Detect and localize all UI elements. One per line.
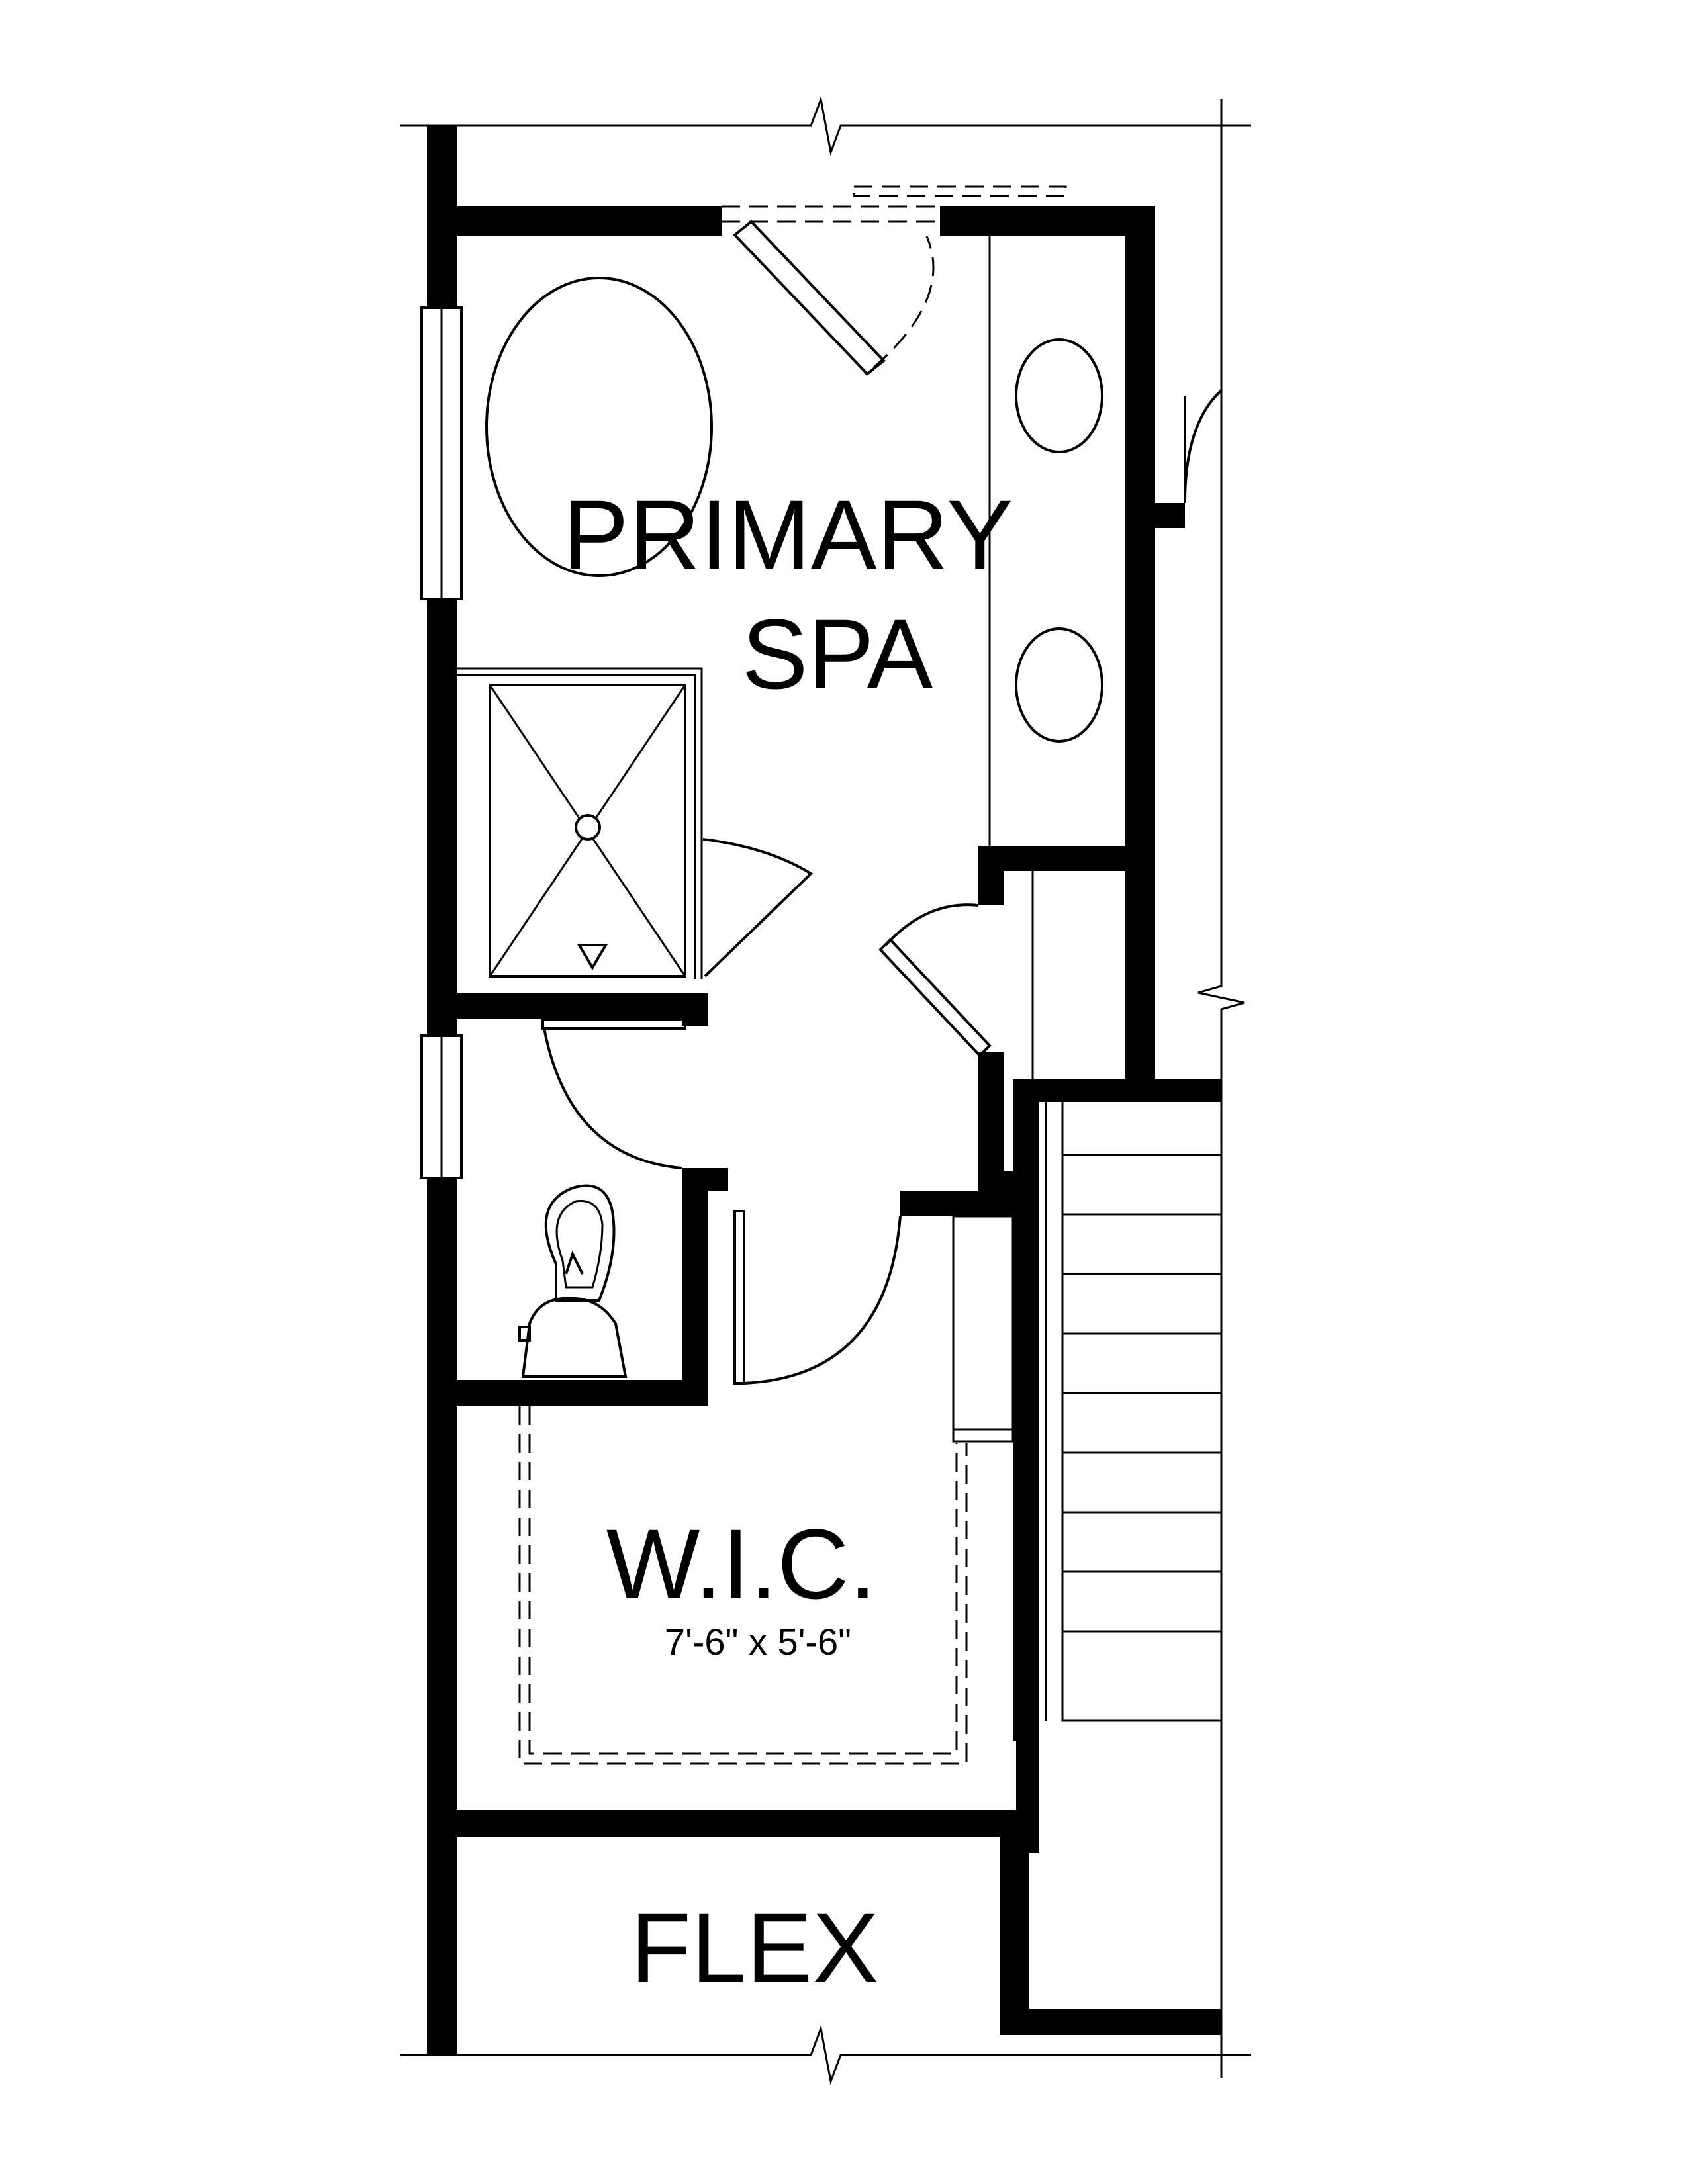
stair-icon: [1045, 1102, 1221, 1722]
door-swing-icon: [722, 185, 1067, 376]
door-swing-icon: [1184, 389, 1223, 504]
window-icon: [420, 306, 463, 1179]
door-swing-icon: [733, 1210, 902, 1385]
sink-icon: [1015, 627, 1103, 743]
primary-spa-label-line2: SPA: [741, 598, 933, 709]
primary-spa-label-line1: PRIMARY: [563, 479, 1013, 590]
wic-dimensions: 7'-6" x 5'-6": [665, 1621, 851, 1662]
wic-label: W.I.C.: [606, 1508, 876, 1619]
shower-icon: [457, 667, 814, 979]
toilet-icon: [518, 1184, 628, 1378]
break-lines: [400, 95, 1251, 2085]
door-swing-icon: [541, 1018, 686, 1169]
sink-icon: [1015, 338, 1103, 453]
tub-icon: [485, 277, 713, 577]
vanity: [988, 236, 1103, 846]
walls: [427, 126, 1221, 2055]
flex-label: FLEX: [630, 1892, 878, 2003]
wic-shelving: [518, 1215, 1014, 1765]
linen-closet: [878, 871, 1034, 1079]
